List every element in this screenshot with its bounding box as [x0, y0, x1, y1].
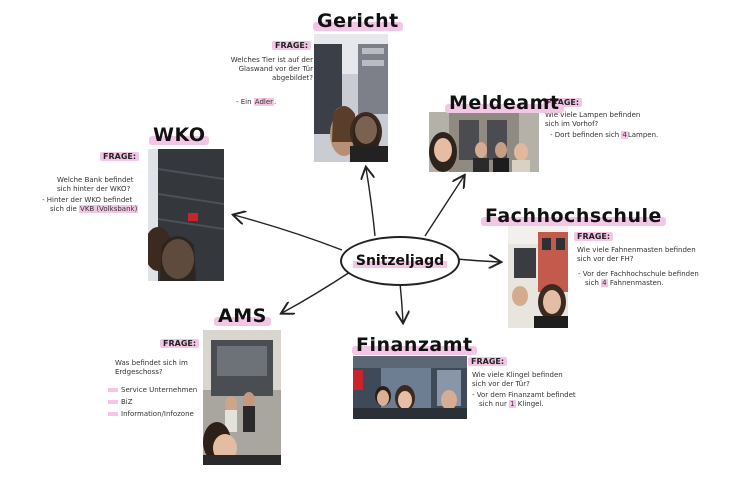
meldeamt-frage: FRAGE: — [543, 98, 583, 107]
ams-frage: FRAGE: — [160, 339, 200, 348]
ams-bullet: BiZ — [108, 398, 197, 407]
wko-frage: FRAGE: — [100, 152, 140, 161]
arrow-to-meldeamt — [424, 176, 464, 237]
ams-bullet: Service Unternehmen — [108, 386, 197, 395]
gericht-question: Welches Tier ist auf der Glaswand vor de… — [230, 56, 313, 82]
wko-photo — [148, 149, 224, 281]
finanzamt-frage: FRAGE: — [468, 357, 508, 366]
finanzamt-answer: - Vor dem Finanzamt befindet sich nur 1 … — [472, 391, 576, 408]
arrow-to-wko — [234, 215, 343, 251]
gericht-title: Gericht — [313, 10, 403, 32]
ams-title: AMS — [214, 305, 271, 327]
wko-answer: - Hinter der WKO befindet sich die VKB (… — [42, 196, 139, 213]
fachhochschule-photo — [508, 224, 568, 328]
center-ellipse: Snitzeljagd — [340, 236, 460, 286]
fachhochschule-answer: - Vor der Fachhochschule befinden sich 4… — [578, 270, 699, 287]
finanzamt-question: Wie viele Klingel befinden sich vor der … — [472, 371, 563, 388]
ams-bullet: Information/Infozone — [108, 410, 197, 419]
gericht-frage: FRAGE: — [272, 41, 312, 50]
arrow-to-fachhochschule — [455, 259, 500, 262]
meldeamt-photo — [429, 112, 539, 172]
arrow-to-ams — [282, 271, 351, 313]
fachhochschule-title: Fachhochschule — [481, 205, 666, 227]
wko-title: WKO — [148, 124, 211, 146]
ams-bullets: Service Unternehmen BiZ Information/Info… — [108, 386, 197, 419]
fachhochschule-question: Wie viele Fahnenmasten befinden sich vor… — [577, 246, 696, 263]
center-label: Snitzeljagd — [352, 253, 448, 269]
meldeamt-title: Meldeamt — [445, 92, 563, 114]
meldeamt-answer: - Dort befinden sich 4Lampen. — [550, 131, 659, 139]
ams-photo — [203, 330, 281, 465]
wko-question: Welche Bank befindet sich hinter der WKO… — [57, 176, 134, 193]
gericht-answer: - Ein Adler. — [236, 98, 277, 106]
arrow-to-finanzamt — [400, 282, 403, 322]
gericht-photo — [314, 34, 388, 162]
ams-question: Was befindet sich im Erdgeschoss? — [115, 359, 188, 376]
meldeamt-question: Wie viele Lampen befinden sich im Vorhof… — [545, 111, 641, 128]
fachhochschule-frage: FRAGE: — [574, 232, 614, 241]
arrow-to-gericht — [366, 168, 376, 237]
finanzamt-title: Finanzamt — [352, 334, 477, 356]
finanzamt-photo — [353, 356, 467, 419]
